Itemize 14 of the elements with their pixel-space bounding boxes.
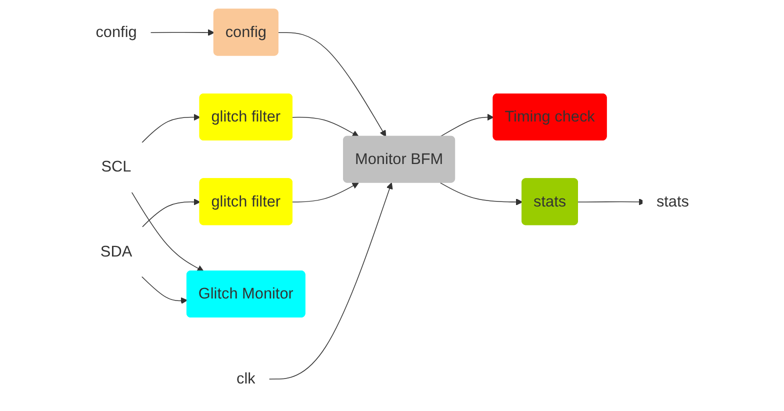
arrow	[278, 32, 386, 137]
arrow	[140, 198, 200, 230]
arrow	[140, 274, 188, 304]
arrow	[292, 182, 359, 202]
arrow	[440, 182, 522, 206]
node-text: clk	[236, 370, 255, 388]
arrow	[140, 114, 200, 145]
arrow	[440, 114, 494, 137]
arrow	[130, 190, 204, 272]
node-text: SCL	[100, 158, 131, 176]
node-text: config	[95, 24, 136, 41]
arrow	[292, 116, 359, 137]
node-text: stats	[656, 193, 689, 210]
node-text: SDA	[100, 243, 132, 260]
